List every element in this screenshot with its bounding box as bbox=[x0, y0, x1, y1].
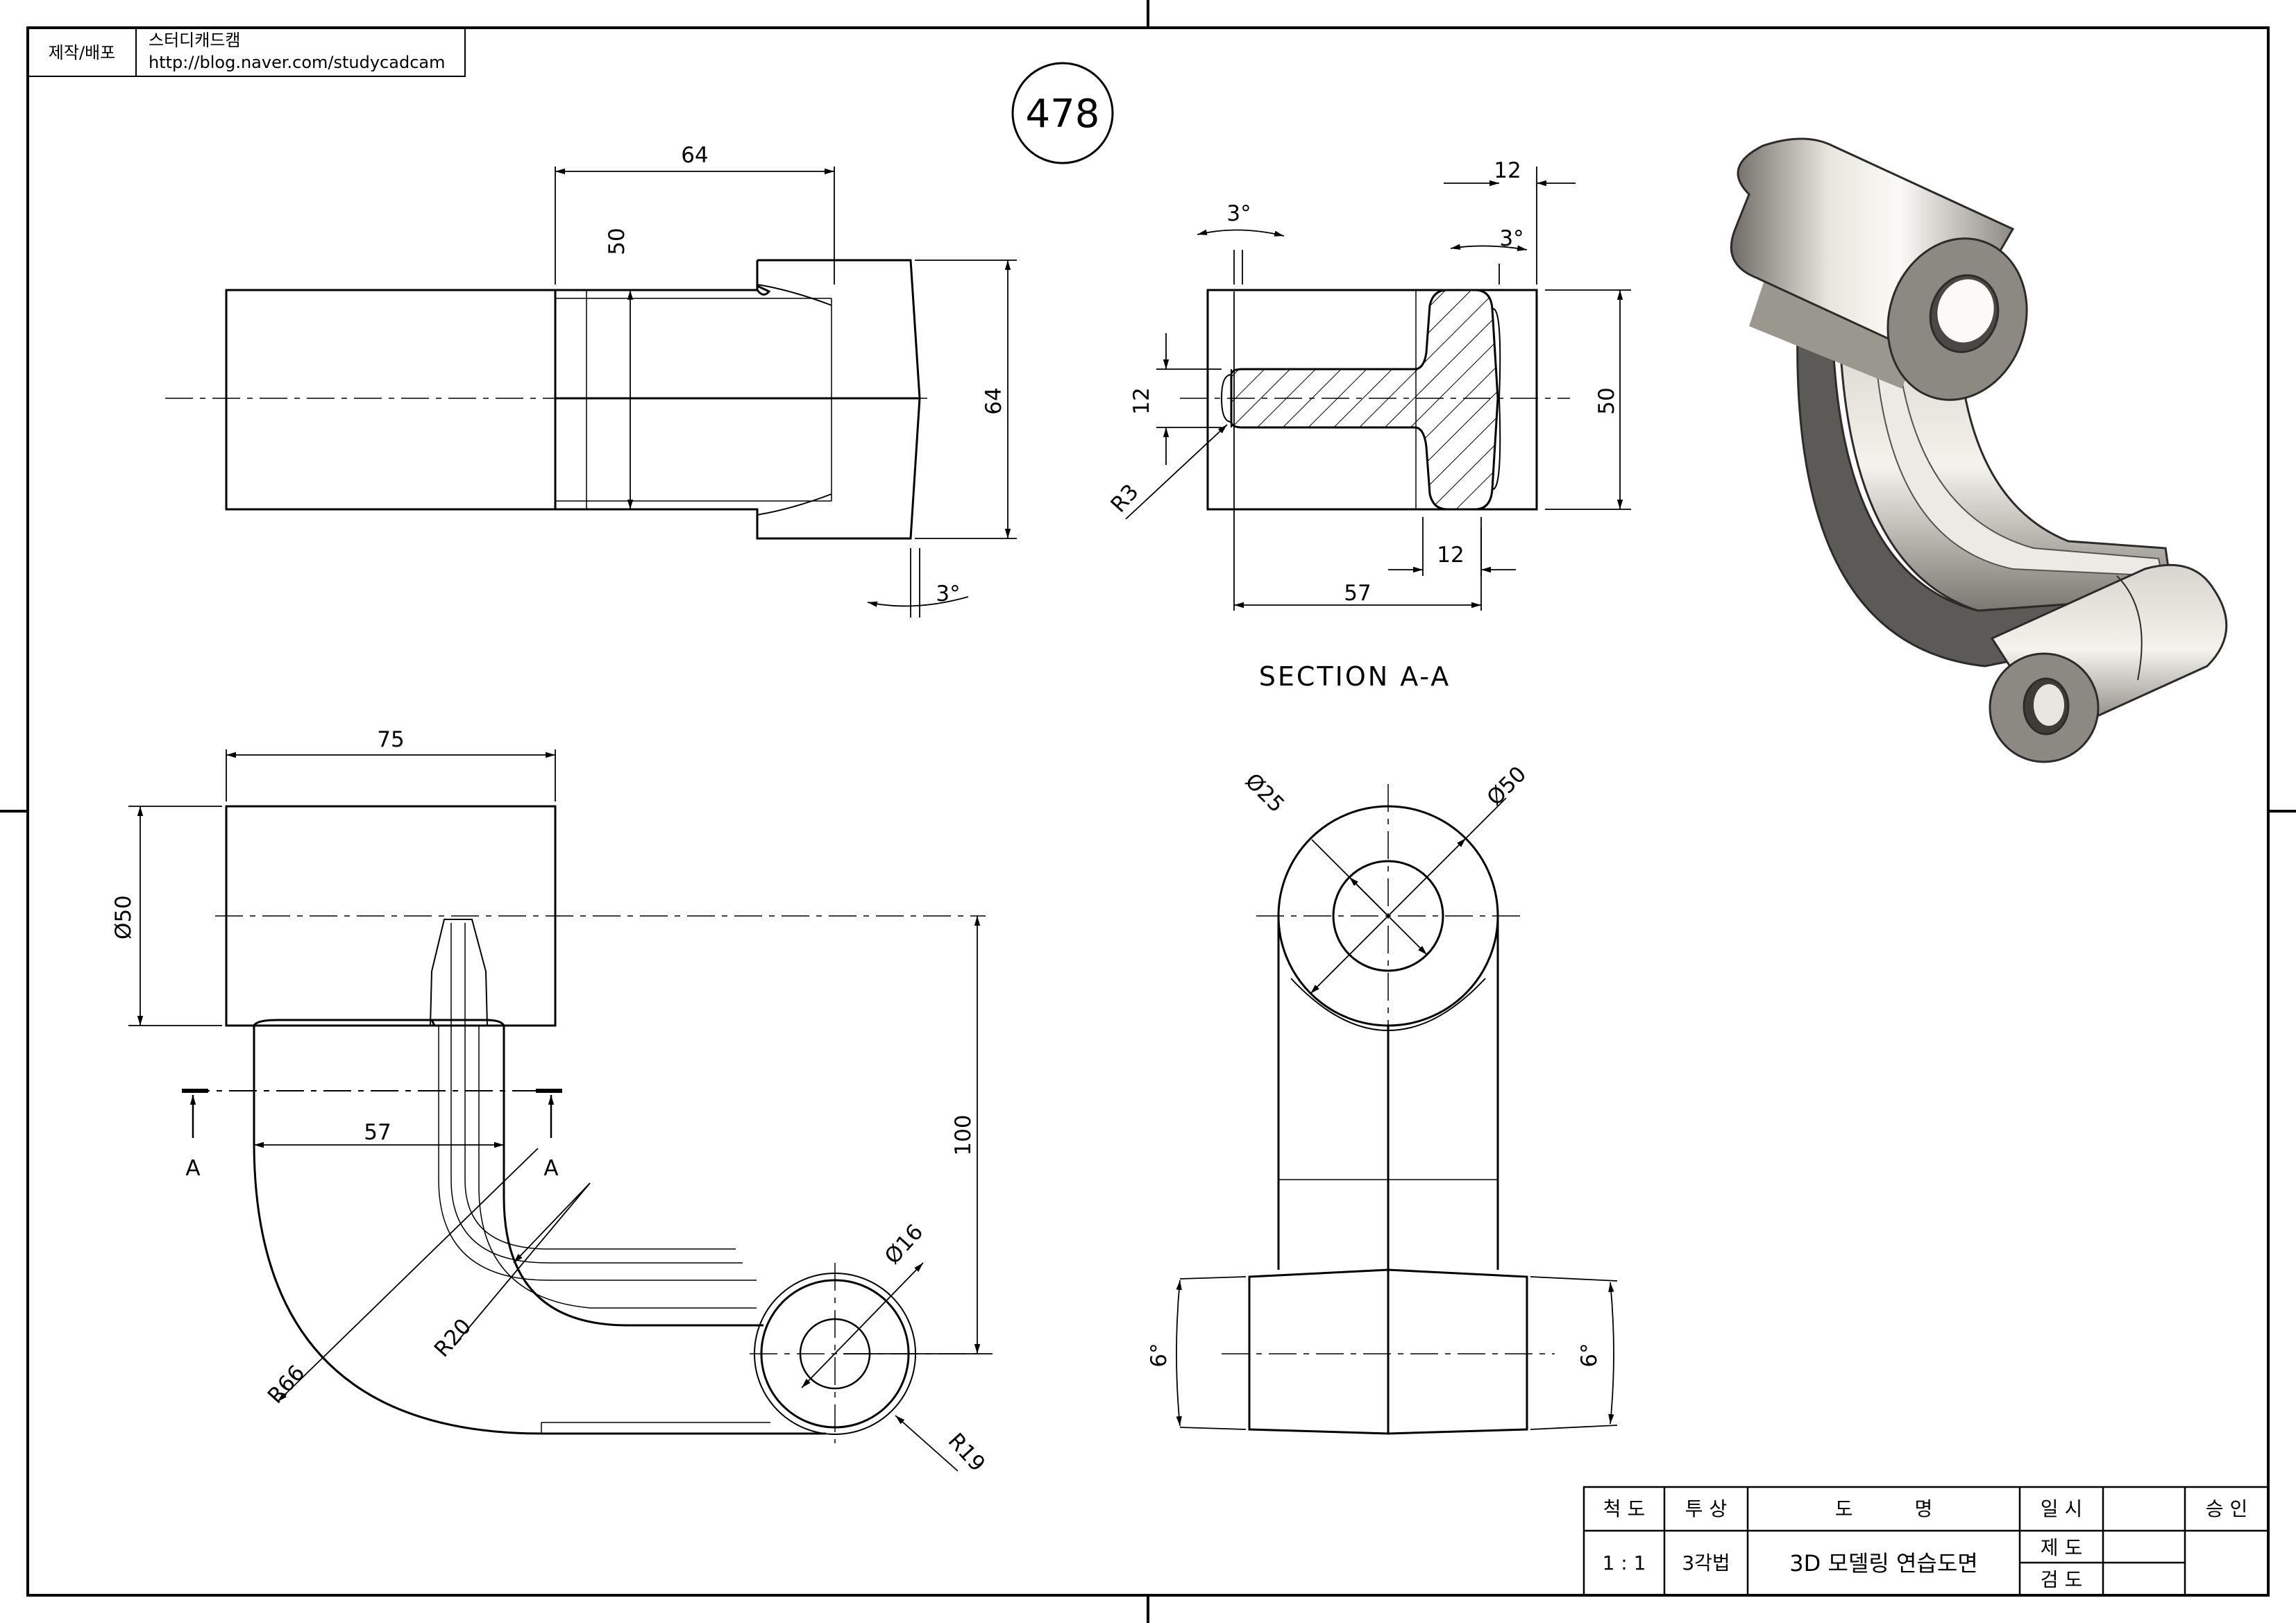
dim-side-draft-left: 6° bbox=[1147, 1343, 1172, 1367]
section-mark-right: A bbox=[543, 1156, 558, 1181]
side-view bbox=[1222, 784, 1555, 1435]
section-mark-left: A bbox=[185, 1156, 200, 1181]
dim-sec-height: 50 bbox=[1594, 387, 1619, 414]
dim-sec-length: 57 bbox=[1344, 581, 1371, 606]
author-name: 스터디캐드캠 bbox=[149, 31, 240, 50]
front-view bbox=[215, 805, 986, 1443]
dim-side-draft-right: 6° bbox=[1577, 1343, 1602, 1367]
dim-side-d50: Ø50 bbox=[1483, 762, 1532, 811]
header-box: 제작/배포 스터디캐드캠 http://blog.naver.com/study… bbox=[27, 27, 466, 77]
section-cut-line bbox=[182, 1089, 562, 1138]
tb-checked-label: 검 도 bbox=[2041, 1568, 2082, 1591]
dim-sec-web: 12 bbox=[1494, 158, 1521, 183]
dim-sec-draft-right: 3° bbox=[1499, 226, 1523, 251]
drawing-number-badge: 478 bbox=[1011, 62, 1114, 164]
dim-sec-draft-left: 3° bbox=[1226, 201, 1251, 226]
maker-label: 제작/배포 bbox=[49, 43, 115, 62]
dim-front-width: 75 bbox=[377, 727, 404, 752]
title-block bbox=[1582, 1486, 2270, 1597]
dim-front-r20: R20 bbox=[430, 1314, 477, 1362]
tb-projection-label: 투 상 bbox=[1685, 1497, 1727, 1520]
front-view-dims bbox=[128, 749, 993, 1472]
tb-projection-value: 3각법 bbox=[1682, 1552, 1730, 1574]
dim-front-57: 57 bbox=[364, 1120, 391, 1145]
tb-title-label: 도 명 bbox=[1835, 1497, 1933, 1520]
dim-top-height: 64 bbox=[981, 387, 1006, 414]
section-title: SECTION A-A bbox=[1259, 661, 1451, 692]
top-view-dims bbox=[555, 167, 1017, 618]
tb-scale-label: 척 도 bbox=[1603, 1497, 1645, 1520]
dim-front-dia: Ø50 bbox=[111, 895, 136, 940]
tb-date-label: 일 시 bbox=[2041, 1497, 2082, 1520]
tb-drawn-label: 제 도 bbox=[2041, 1536, 2082, 1559]
section-hatch bbox=[1230, 289, 1499, 511]
dim-side-d25: Ø25 bbox=[1240, 769, 1290, 818]
dim-front-r19: R19 bbox=[943, 1429, 990, 1477]
dim-top-inner-height: 50 bbox=[605, 228, 630, 255]
dim-front-d16: Ø16 bbox=[880, 1220, 928, 1270]
dim-top-draft: 3° bbox=[936, 581, 960, 606]
section-view bbox=[1180, 289, 1570, 511]
author-url[interactable]: http://blog.naver.com/studycadcam bbox=[149, 53, 445, 72]
isometric-render bbox=[1730, 137, 2228, 763]
dim-front-center-dist: 100 bbox=[951, 1114, 976, 1155]
dim-sec-flange: 12 bbox=[1129, 387, 1154, 414]
tb-scale-value: 1 : 1 bbox=[1603, 1552, 1646, 1574]
section-dims bbox=[1125, 167, 1631, 611]
dim-sec-bottom-flange: 12 bbox=[1437, 543, 1464, 568]
dim-front-r66: R66 bbox=[263, 1361, 310, 1409]
top-view bbox=[165, 259, 927, 540]
dim-sec-radius: R3 bbox=[1106, 479, 1143, 518]
drawing-number: 478 bbox=[1026, 92, 1100, 137]
side-view-dims bbox=[1176, 797, 1618, 1430]
tb-approve-label: 승 인 bbox=[2206, 1497, 2247, 1520]
dim-top-width: 64 bbox=[681, 143, 708, 168]
tb-title-value: 3D 모델링 연습도면 bbox=[1789, 1550, 1977, 1577]
